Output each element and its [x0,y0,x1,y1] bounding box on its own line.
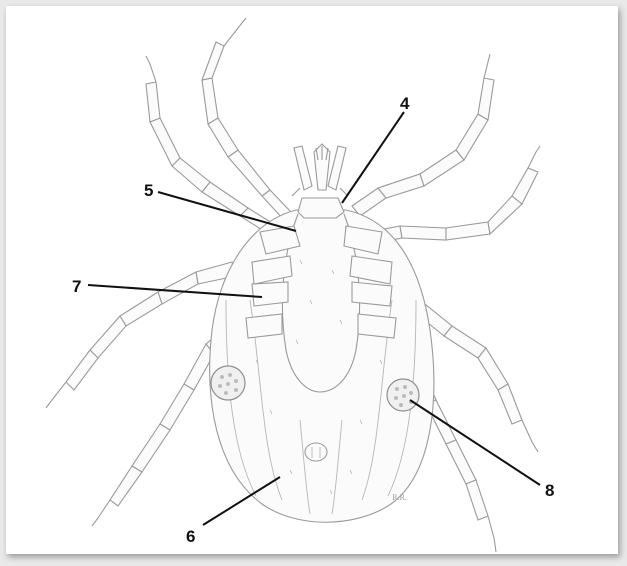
label-6: 6 [186,527,195,546]
artist-signature: R.R. [392,494,407,502]
label-4: 4 [400,94,410,113]
label-5: 5 [144,181,153,200]
spiracular-plate-left [211,366,245,400]
label-7: 7 [72,277,81,296]
leader-line-8 [410,400,540,485]
capitulum [292,144,348,218]
anal-aperture [305,443,327,461]
idiosoma [210,210,434,522]
spiracular-plate-right [387,379,419,411]
label-8: 8 [545,481,554,500]
leg-right-1 [352,54,494,216]
